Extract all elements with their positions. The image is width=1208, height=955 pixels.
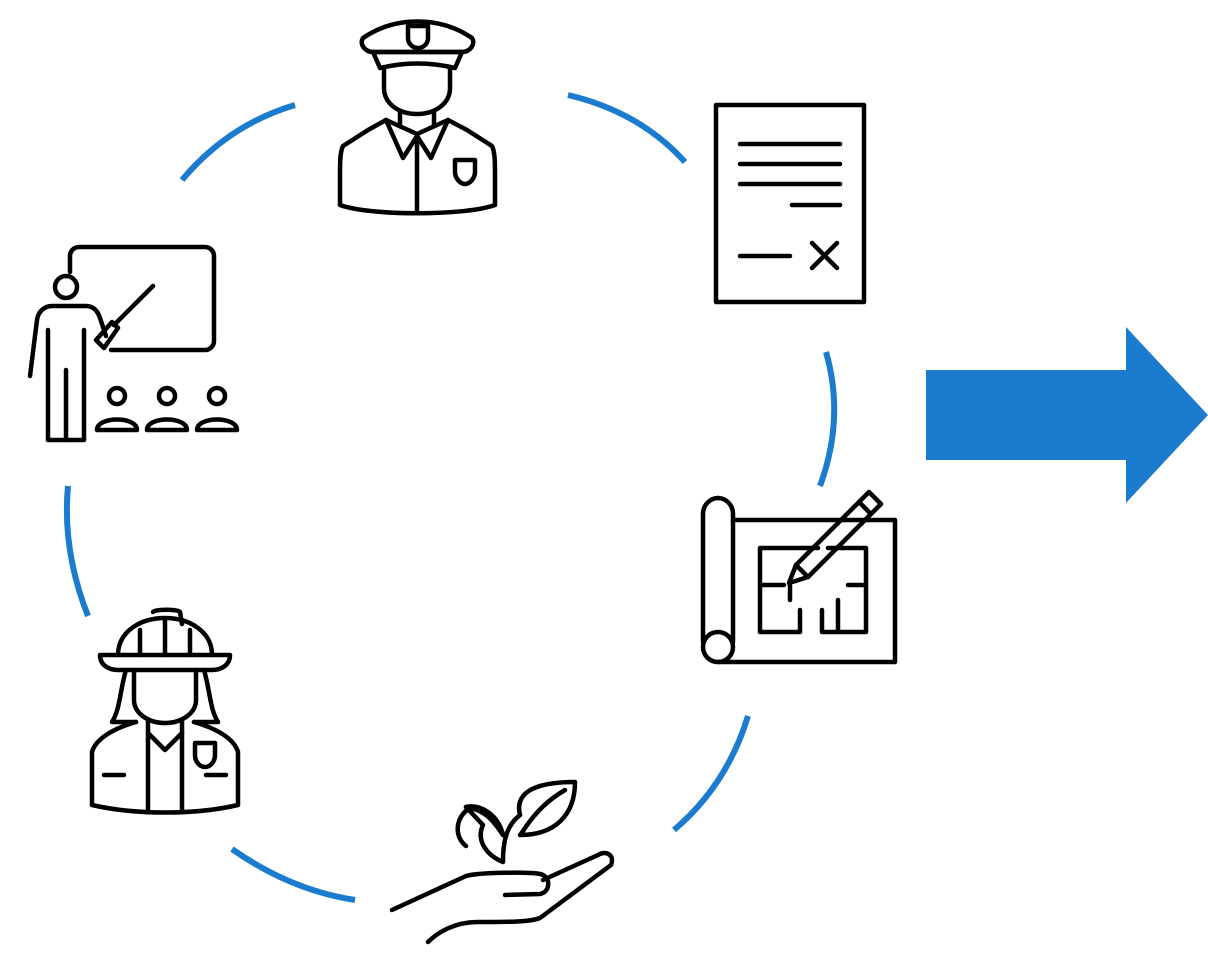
document-signature-icon <box>713 102 867 305</box>
arc-teacher-to-police <box>179 102 296 182</box>
cycle-connector-arcs <box>63 92 838 903</box>
hand-holding-plant-icon <box>389 779 615 945</box>
arc-plant-to-firefighter <box>230 846 356 903</box>
arc-police-to-document <box>567 92 688 165</box>
police-officer-icon <box>337 19 498 216</box>
firefighter-icon <box>89 607 241 815</box>
blueprint-design-icon <box>700 489 898 665</box>
teacher-classroom-icon <box>27 244 240 443</box>
right-arrow-icon <box>926 327 1208 503</box>
arc-firefighter-to-teacher <box>63 485 91 618</box>
arc-document-to-blueprint <box>817 351 838 488</box>
arc-blueprint-to-plant <box>672 715 751 833</box>
